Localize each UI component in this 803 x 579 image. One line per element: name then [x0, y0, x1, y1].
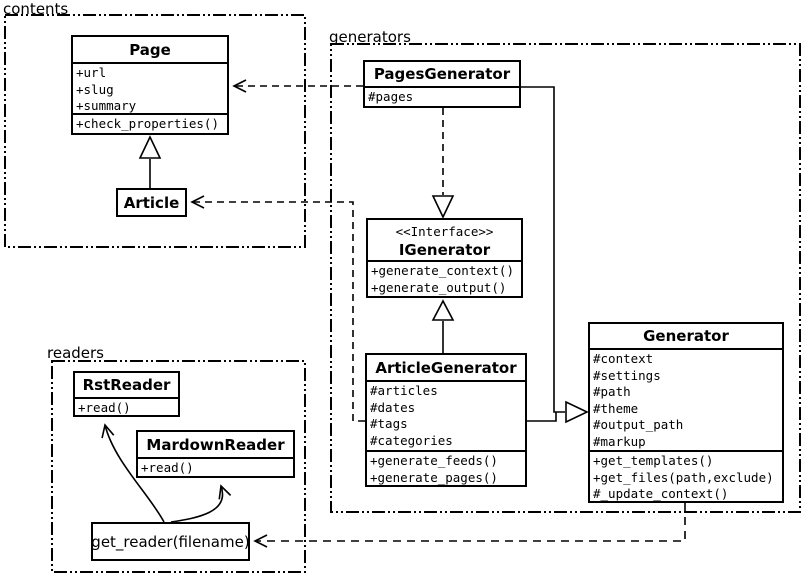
class-page-attributes: +url +slug +summary: [73, 62, 227, 113]
class-generator-methods: +get_templates() +get_files(path,exclude…: [590, 450, 782, 501]
class-pagesgenerator-name: PagesGenerator: [373, 65, 511, 83]
interface-stereotype: <<Interface>>: [395, 224, 494, 239]
method: +check_properties(): [76, 116, 219, 131]
edge-articlegenerator-article-dependency: [190, 195, 365, 422]
edge-articlegenerator-generator: [527, 412, 557, 422]
package-generators-border: [330, 43, 801, 513]
method: +get_templates(): [593, 453, 714, 468]
class-pagesgenerator: PagesGenerator #pages: [363, 60, 521, 108]
interface-igenerator-name: IGenerator: [398, 240, 491, 259]
method: +read(): [78, 400, 131, 415]
package-contents-border: [4, 14, 306, 248]
edge-pagesgenerator-generator: [521, 86, 565, 413]
attribute: #output_path: [593, 417, 684, 432]
node-get-reader: get_reader(filename): [91, 522, 250, 561]
attribute: #context: [593, 351, 654, 366]
class-articlegenerator-attributes: #articles #dates #tags #categories: [367, 380, 525, 450]
attribute: #categories: [370, 432, 453, 448]
method: #_update_context(): [593, 486, 729, 501]
attribute: #theme: [593, 400, 639, 416]
class-page-methods: +check_properties(): [73, 113, 227, 135]
attribute: #tags: [370, 416, 408, 431]
class-rstreader-methods: +read(): [75, 397, 178, 415]
method: +generate_pages(): [370, 469, 498, 485]
edge-getreader-rstreader: [101, 423, 165, 523]
class-mardownreader: MardownReader +read(): [136, 430, 295, 478]
attribute: #settings: [593, 367, 661, 383]
attribute: #markup: [593, 433, 646, 449]
package-label-readers: readers: [47, 344, 104, 362]
arrowhead-triangle-igenerator-top: [431, 195, 455, 219]
attribute: +url: [76, 65, 107, 80]
method: +generate_context(): [371, 263, 514, 278]
class-mardownreader-name: MardownReader: [146, 435, 285, 454]
interface-igenerator-methods: +generate_context() +generate_output(): [368, 260, 521, 296]
class-article-name: Article: [123, 193, 180, 212]
package-readers-border: [51, 360, 306, 573]
attribute: #articles: [370, 383, 438, 398]
method: +read(): [141, 460, 194, 475]
class-articlegenerator: ArticleGenerator #articles #dates #tags …: [365, 353, 527, 487]
class-generator-attributes: #context #settings #path #theme #output_…: [590, 348, 782, 450]
class-generator: Generator #context #settings #path #them…: [588, 322, 784, 503]
method: +generate_feeds(): [370, 453, 498, 468]
attribute: +slug: [76, 81, 114, 97]
attribute: #dates: [370, 399, 416, 415]
node-get-reader-label: get_reader(filename): [91, 532, 250, 551]
class-generator-name: Generator: [643, 327, 729, 345]
method: +generate_output(): [371, 279, 507, 295]
class-mardownreader-methods: +read(): [138, 457, 293, 476]
package-label-generators: generators: [329, 28, 411, 46]
class-rstreader: RstReader +read(): [73, 371, 180, 417]
class-rstreader-name: RstReader: [82, 376, 171, 394]
class-pagesgenerator-attributes: #pages: [365, 86, 519, 106]
class-articlegenerator-methods: +generate_feeds() +generate_pages(): [367, 450, 525, 485]
arrowhead-triangle-generator: [565, 400, 589, 424]
attribute: +summary: [76, 98, 137, 113]
interface-igenerator: <<Interface>> IGenerator +generate_conte…: [366, 218, 523, 298]
class-page-name: Page: [129, 40, 171, 59]
edge-getreader-mardownreader: [170, 484, 232, 523]
package-label-contents: contents: [3, 0, 69, 18]
attribute: #path: [593, 384, 631, 399]
attribute: #pages: [368, 89, 414, 104]
class-articlegenerator-name: ArticleGenerator: [375, 358, 517, 377]
class-article: Article: [116, 188, 187, 217]
class-page: Page +url +slug +summary +check_properti…: [71, 35, 229, 135]
arrowhead-triangle-page: [138, 135, 162, 159]
arrowhead-triangle-igenerator-bottom: [431, 299, 455, 321]
edge-generator-getreader-dependency: [253, 503, 686, 548]
method: +get_files(path,exclude): [593, 469, 774, 485]
